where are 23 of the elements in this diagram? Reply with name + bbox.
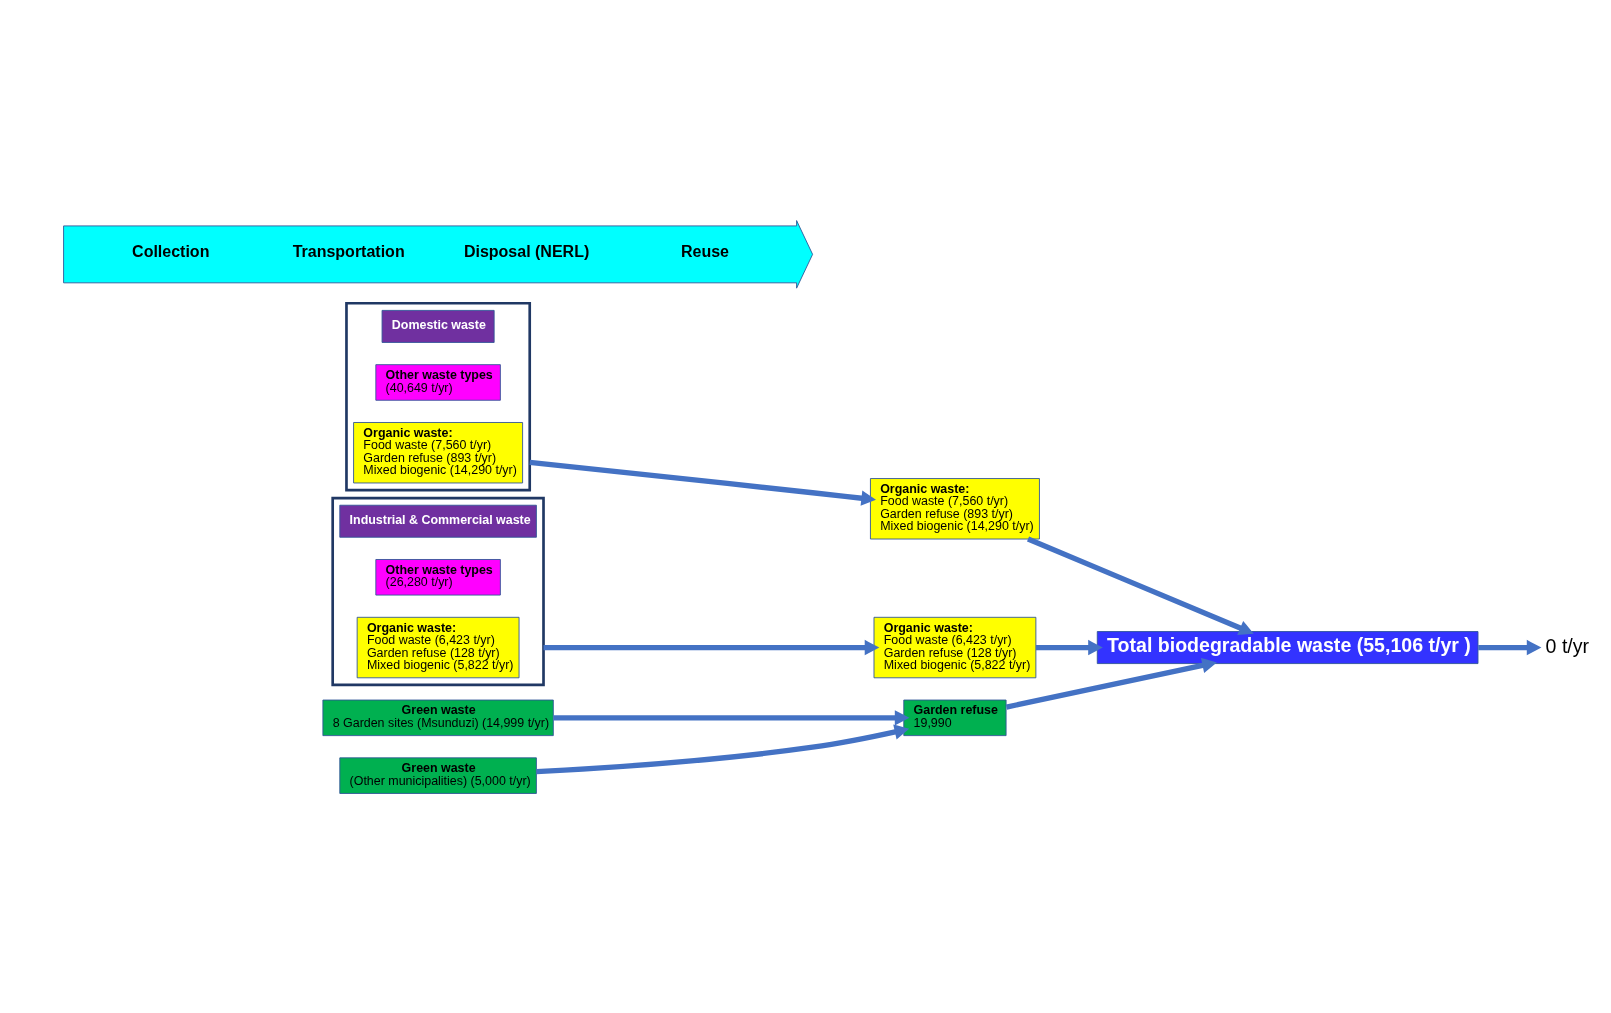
arrow <box>529 459 876 506</box>
arrow <box>1027 536 1254 635</box>
node-box: Other waste types (40,649 t/yr) <box>375 363 501 401</box>
arrow <box>543 639 880 655</box>
arrow <box>1478 639 1542 655</box>
node-box: Organic waste: Food waste (6,423 t/yr) Garden refuse (128 t/yr) Mixed biogenic (5,822 t/yr) <box>873 616 1037 678</box>
node-box: Organic waste: Food waste (6,423 t/yr) Garden refuse (128 t/yr) Mixed biogenic (5,822 t/yr) <box>356 616 520 678</box>
node-box: Organic waste: Food waste (7,560 t/yr) Garden refuse (893 t/yr) Mixed biogenic (14,290 t/yr) <box>870 477 1040 539</box>
arrow <box>1035 639 1103 655</box>
node-box: Green waste (Other municipalities) (5,000 t/yr) <box>339 756 537 794</box>
node-box: Other waste types (26,280 t/yr) <box>375 558 501 595</box>
node-box: Garden refuse 19,990 <box>903 699 1007 736</box>
node-box: Industrial & Commercial waste <box>339 504 537 538</box>
cluster <box>345 301 532 491</box>
arrow <box>1005 657 1217 710</box>
node-box: Total biodegradable waste (55,106 t/yr ) <box>1096 630 1479 664</box>
node-box: Green waste 8 Garden sites (Msunduzi) (14,999 t/yr) <box>322 699 554 736</box>
arrow <box>536 723 910 774</box>
node-text: 0 t/yr <box>1545 634 1590 657</box>
node-box: Organic waste: Food waste (7,560 t/yr) Garden refuse (893 t/yr) Mixed biogenic (14,290 t/yr) <box>353 421 524 483</box>
node-box: Domestic waste <box>381 309 495 343</box>
cluster <box>331 496 545 686</box>
arrow <box>553 709 910 725</box>
